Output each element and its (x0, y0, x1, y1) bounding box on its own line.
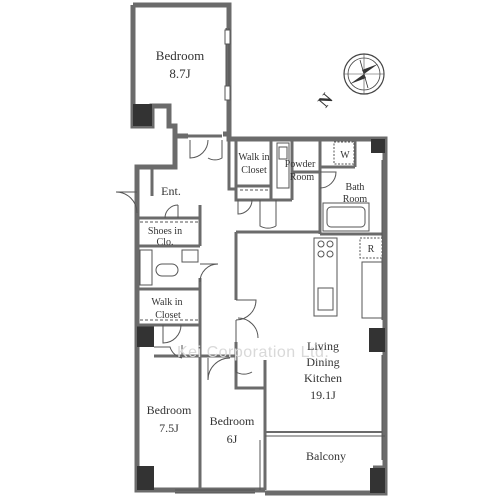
walk-in-closet-mid-line1: Walk in (151, 297, 182, 308)
walk-in-closet-top-line1: Walk in (238, 152, 269, 163)
walk-in-closet-top-line2: Closet (241, 165, 267, 176)
compass-north-label: N (314, 89, 337, 111)
entrance-label: Ent. (161, 184, 181, 198)
ldk-size: 19.1J (310, 388, 336, 402)
ldk-line2: Dining (306, 355, 339, 369)
bedroom-3-name: Bedroom (210, 414, 255, 428)
windows (175, 28, 383, 494)
shoes-closet-line1: Shoes in (148, 226, 182, 237)
ldk-line1: Living (307, 339, 339, 353)
powder-room-line1: Powder (285, 159, 316, 170)
bedroom-3-size: 6J (227, 432, 238, 446)
bedroom-1-size: 8.7J (169, 66, 190, 81)
bedroom-2-size: 7.5J (159, 421, 179, 435)
washer-label: W (340, 150, 350, 161)
bedroom-2-name: Bedroom (147, 403, 192, 417)
watermark: Kei Corporation Ltd. (177, 344, 329, 361)
balcony-label: Balcony (306, 449, 346, 463)
interior-walls (137, 134, 385, 490)
doors (115, 139, 337, 490)
shoes-closet-line2: Clo. (157, 237, 174, 248)
powder-room-line2: Room (290, 172, 315, 183)
walk-in-closet-mid-line2: Closet (155, 310, 181, 321)
bath-room-line1: Bath (346, 182, 365, 193)
bath-room-line2: Room (343, 194, 368, 205)
ldk-line3: Kitchen (304, 371, 342, 385)
compass-rose-icon (343, 53, 385, 95)
refrigerator-label: R (368, 244, 375, 255)
structural-columns (133, 104, 385, 493)
fixtures (139, 141, 383, 321)
bedroom-1-name: Bedroom (156, 48, 204, 63)
